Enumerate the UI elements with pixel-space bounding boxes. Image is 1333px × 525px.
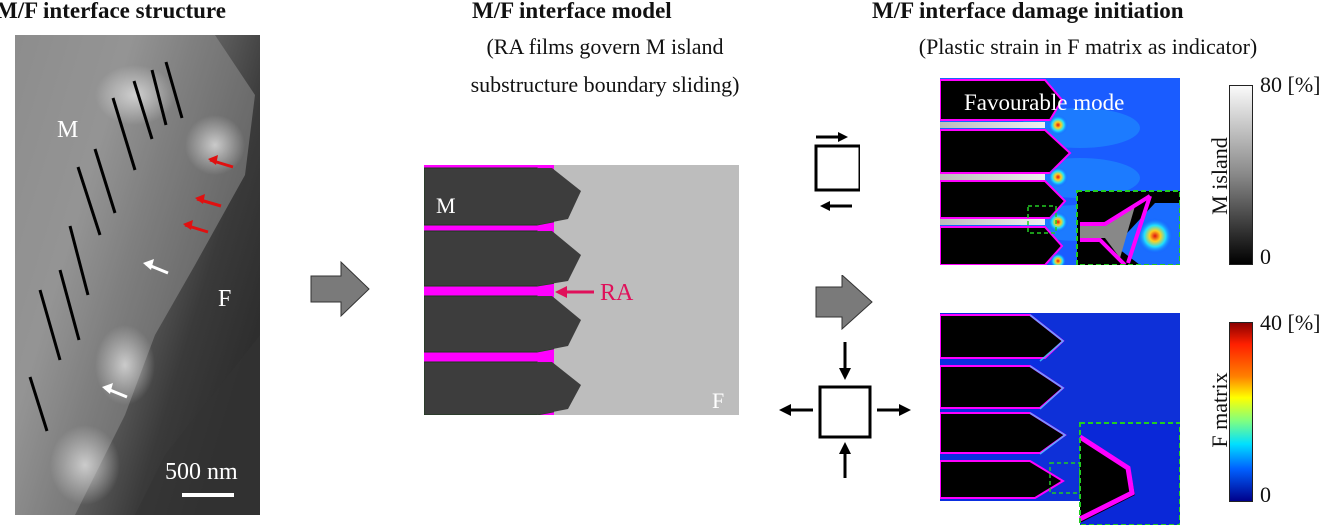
colorbar-f-matrix (1229, 322, 1253, 502)
structure-title: M/F interface structure (0, 0, 226, 23)
model-subtitle-line1: (RA films govern M island (486, 34, 724, 59)
inset-top (1076, 190, 1180, 265)
model-subtitle-line2: substructure boundary sliding) (470, 72, 740, 97)
scale-bar-label: 500 nm (165, 459, 238, 485)
interface-model: M F RA (424, 165, 739, 415)
damage-title: M/F interface damage initiation (872, 0, 1184, 23)
shear-loading-icon (814, 132, 860, 211)
ra-films-sim (940, 122, 1045, 225)
flow-arrow-icon-2 (815, 275, 873, 330)
label-m: M (57, 117, 78, 143)
red-arrows (183, 155, 234, 234)
colorbar-m-max: 80 [%] (1260, 72, 1321, 97)
colorbar-f-max: 40 [%] (1260, 310, 1321, 335)
favourable-mode-simulation: Favourable mode (940, 78, 1180, 265)
f-matrix-simulation (940, 313, 1180, 525)
white-arrows (102, 259, 169, 399)
label-f: F (218, 286, 231, 312)
colorbar-m-label: M island (1207, 137, 1232, 215)
colorbar-f-label: F matrix (1207, 372, 1232, 448)
inset-bottom (1078, 422, 1180, 525)
boundary-lines (28, 61, 184, 432)
damage-subtitle: (Plastic strain in F matrix as indicator… (918, 34, 1258, 59)
model-title: M/F interface model (472, 0, 672, 23)
m-islands-sim-bottom (940, 314, 1067, 499)
colorbar-m-min: 0 (1260, 244, 1271, 269)
model-label-f: F (712, 388, 724, 413)
flow-arrow-icon (310, 260, 370, 318)
biaxial-loading-icon (779, 342, 911, 478)
model-label-ra: RA (600, 280, 634, 306)
tem-micrograph: M F 500 nm (15, 35, 260, 515)
colorbar-f-min: 0 (1260, 482, 1271, 507)
colorbar-m-island (1229, 85, 1253, 265)
scale-bar (182, 493, 234, 497)
model-label-m: M (436, 193, 456, 218)
m-islands-sim (940, 79, 1072, 265)
mode-label: Favourable mode (964, 90, 1124, 115)
